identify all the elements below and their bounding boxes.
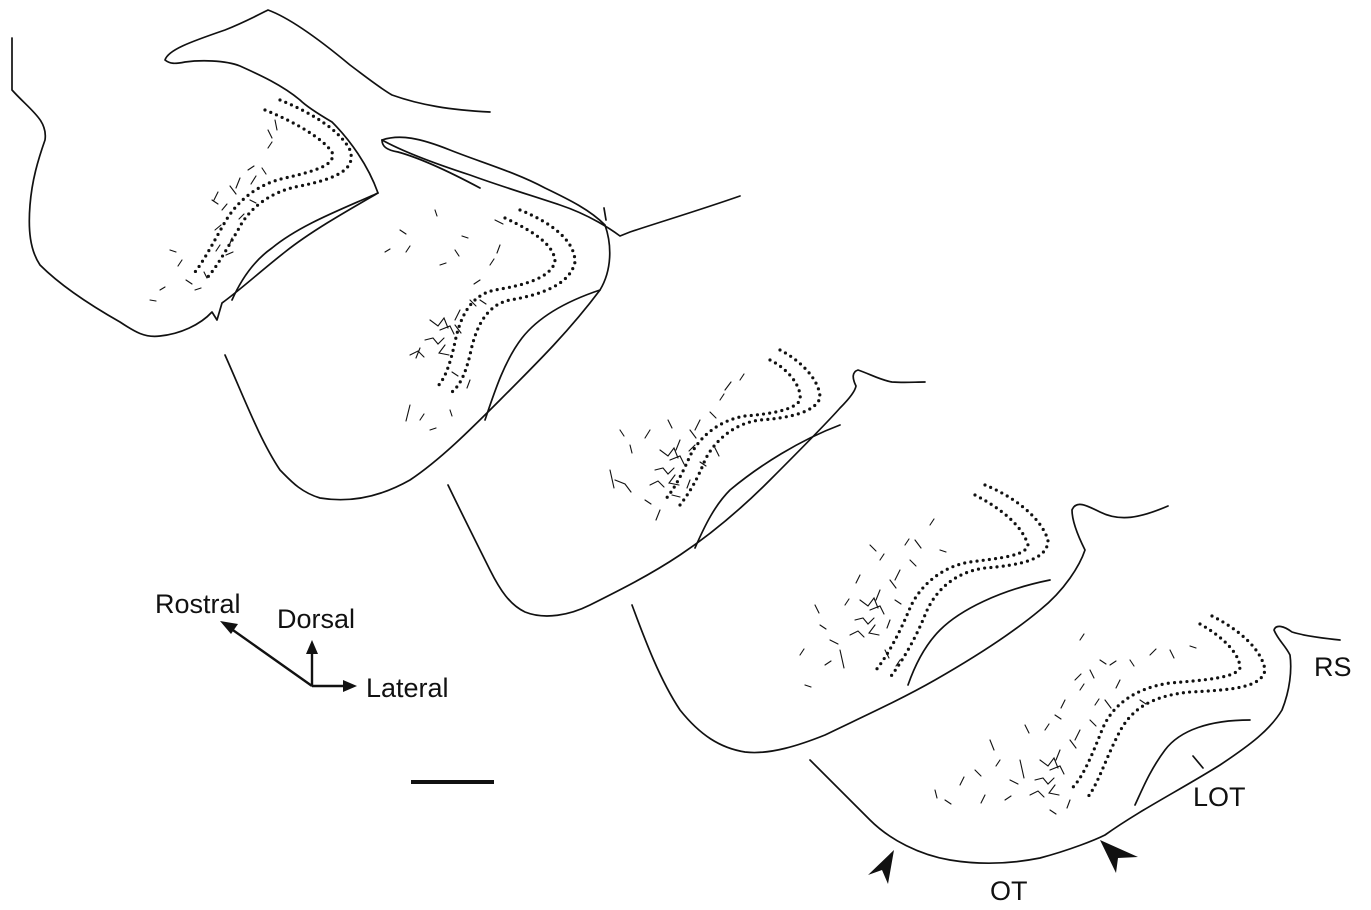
section-3-mitral-layer-outer	[680, 350, 820, 505]
section-2-mitral-layer-inner	[438, 218, 555, 386]
dorsal-label: Dorsal	[277, 604, 355, 634]
section-3-inner-line	[695, 425, 840, 548]
section-3-outline	[448, 370, 925, 616]
section-3	[448, 350, 925, 616]
section-4-outline	[632, 504, 1168, 752]
lateral-arrowhead-icon	[343, 680, 357, 692]
dorsal-arrowhead-icon	[306, 640, 318, 654]
section-1-mitral-layer-inner	[195, 110, 333, 272]
section-2-top-fold	[382, 140, 606, 220]
section-5-outline	[810, 626, 1340, 863]
section-5-fibers	[935, 634, 1196, 814]
ot-label: OT	[990, 876, 1028, 906]
section-5	[810, 616, 1340, 863]
lot-label: LOT	[1193, 782, 1246, 812]
section-1-mitral-layer-outer	[205, 100, 351, 280]
section-1	[12, 10, 490, 336]
section-4	[632, 485, 1168, 753]
section-4-mitral-layer-inner	[876, 495, 1028, 670]
section-4-inner-line	[908, 580, 1050, 685]
lateral-label: Lateral	[366, 673, 449, 703]
section-2-outline	[382, 140, 740, 236]
lot-pointer-line	[1193, 756, 1203, 768]
arrowhead-left-icon	[868, 850, 894, 884]
arrowhead-right-icon	[1100, 840, 1138, 873]
section-2-body	[225, 137, 610, 499]
section-1-outline	[12, 10, 490, 336]
section-2-fibers	[385, 210, 503, 430]
rs-label: RS	[1314, 652, 1352, 682]
section-2	[225, 137, 740, 499]
section-2-inner-line	[485, 290, 600, 420]
section-5-mitral-layer-outer	[1085, 616, 1265, 800]
section-3-fibers	[610, 374, 744, 520]
section-4-fibers	[800, 519, 946, 687]
section-4-mitral-layer-outer	[888, 485, 1048, 680]
rostral-arrow-line	[230, 628, 312, 686]
orientation-compass: Rostral Dorsal Lateral	[155, 589, 449, 703]
rostral-label: Rostral	[155, 589, 241, 619]
